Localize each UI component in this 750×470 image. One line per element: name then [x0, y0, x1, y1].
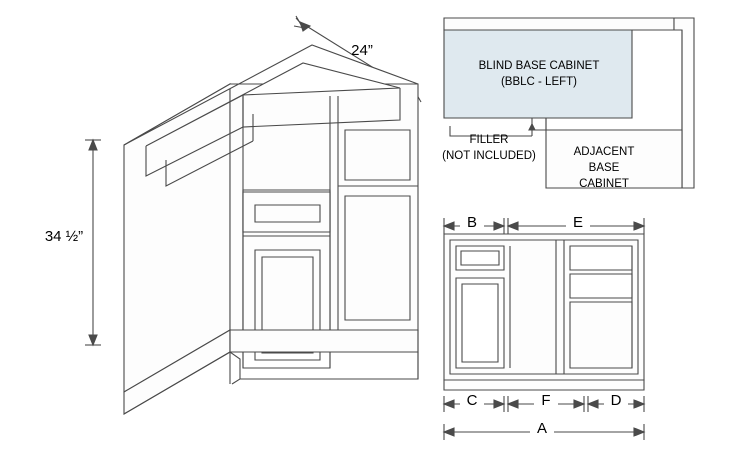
label-width-24: 24” [351, 42, 373, 59]
label-dim-c: C [460, 392, 484, 410]
label-blind-base-cabinet-line2: (BBLC - LEFT) [500, 76, 578, 88]
label-filler-line1: FILLER [469, 134, 509, 146]
plan-view-top [443, 17, 695, 189]
elevation-view [442, 218, 646, 440]
toe-kick-front [229, 329, 419, 353]
dimension-f [506, 396, 586, 412]
elevation-left-door-inset [461, 283, 499, 363]
label-dim-d: D [604, 392, 628, 410]
blind-drawer-inset [254, 204, 321, 223]
cabinet-top-surface [123, 44, 419, 146]
blind-base-cabinet-box [443, 29, 633, 119]
adjacent-base-cabinet-box [545, 129, 683, 189]
label-filler-line2: (NOT INCLUDED) [442, 150, 536, 162]
label-height-34-half: 34 ½” [44, 228, 84, 245]
elevation-left-door [455, 277, 505, 369]
elevation-right-drawer-1 [569, 245, 633, 271]
elevation-toe-kick [443, 379, 645, 391]
blind-door-panel [254, 249, 321, 361]
label-dim-b: B [460, 214, 484, 232]
blind-drawer-face [242, 191, 331, 233]
right-drawer-face [344, 129, 411, 181]
right-door-panel [344, 195, 411, 321]
cabinet-interior-ledge [165, 140, 254, 187]
dimension-height-left [85, 138, 101, 347]
elevation-left-drawer [455, 245, 505, 271]
isometric-cabinet-drawing [85, 15, 422, 415]
elevation-right-drawer-2 [569, 273, 633, 299]
label-adjacent-line3: CABINET [579, 178, 629, 190]
wall-band-horizontal [443, 17, 675, 31]
label-dim-f: F [534, 392, 558, 410]
label-adjacent-line1: ADJACENT [573, 146, 635, 158]
toe-kick-bottom-front [240, 352, 419, 380]
blind-door-inset [261, 256, 314, 354]
toe-kick-base [123, 351, 241, 415]
label-adjacent-line2: BASE [588, 162, 620, 174]
label-blind-base-cabinet-line1: BLIND BASE CABINET [478, 60, 600, 72]
filler-leader-arrow [528, 122, 536, 131]
elevation-left-drawer-inset [460, 250, 500, 266]
label-dim-e: E [566, 214, 590, 232]
label-dim-a: A [530, 420, 554, 438]
